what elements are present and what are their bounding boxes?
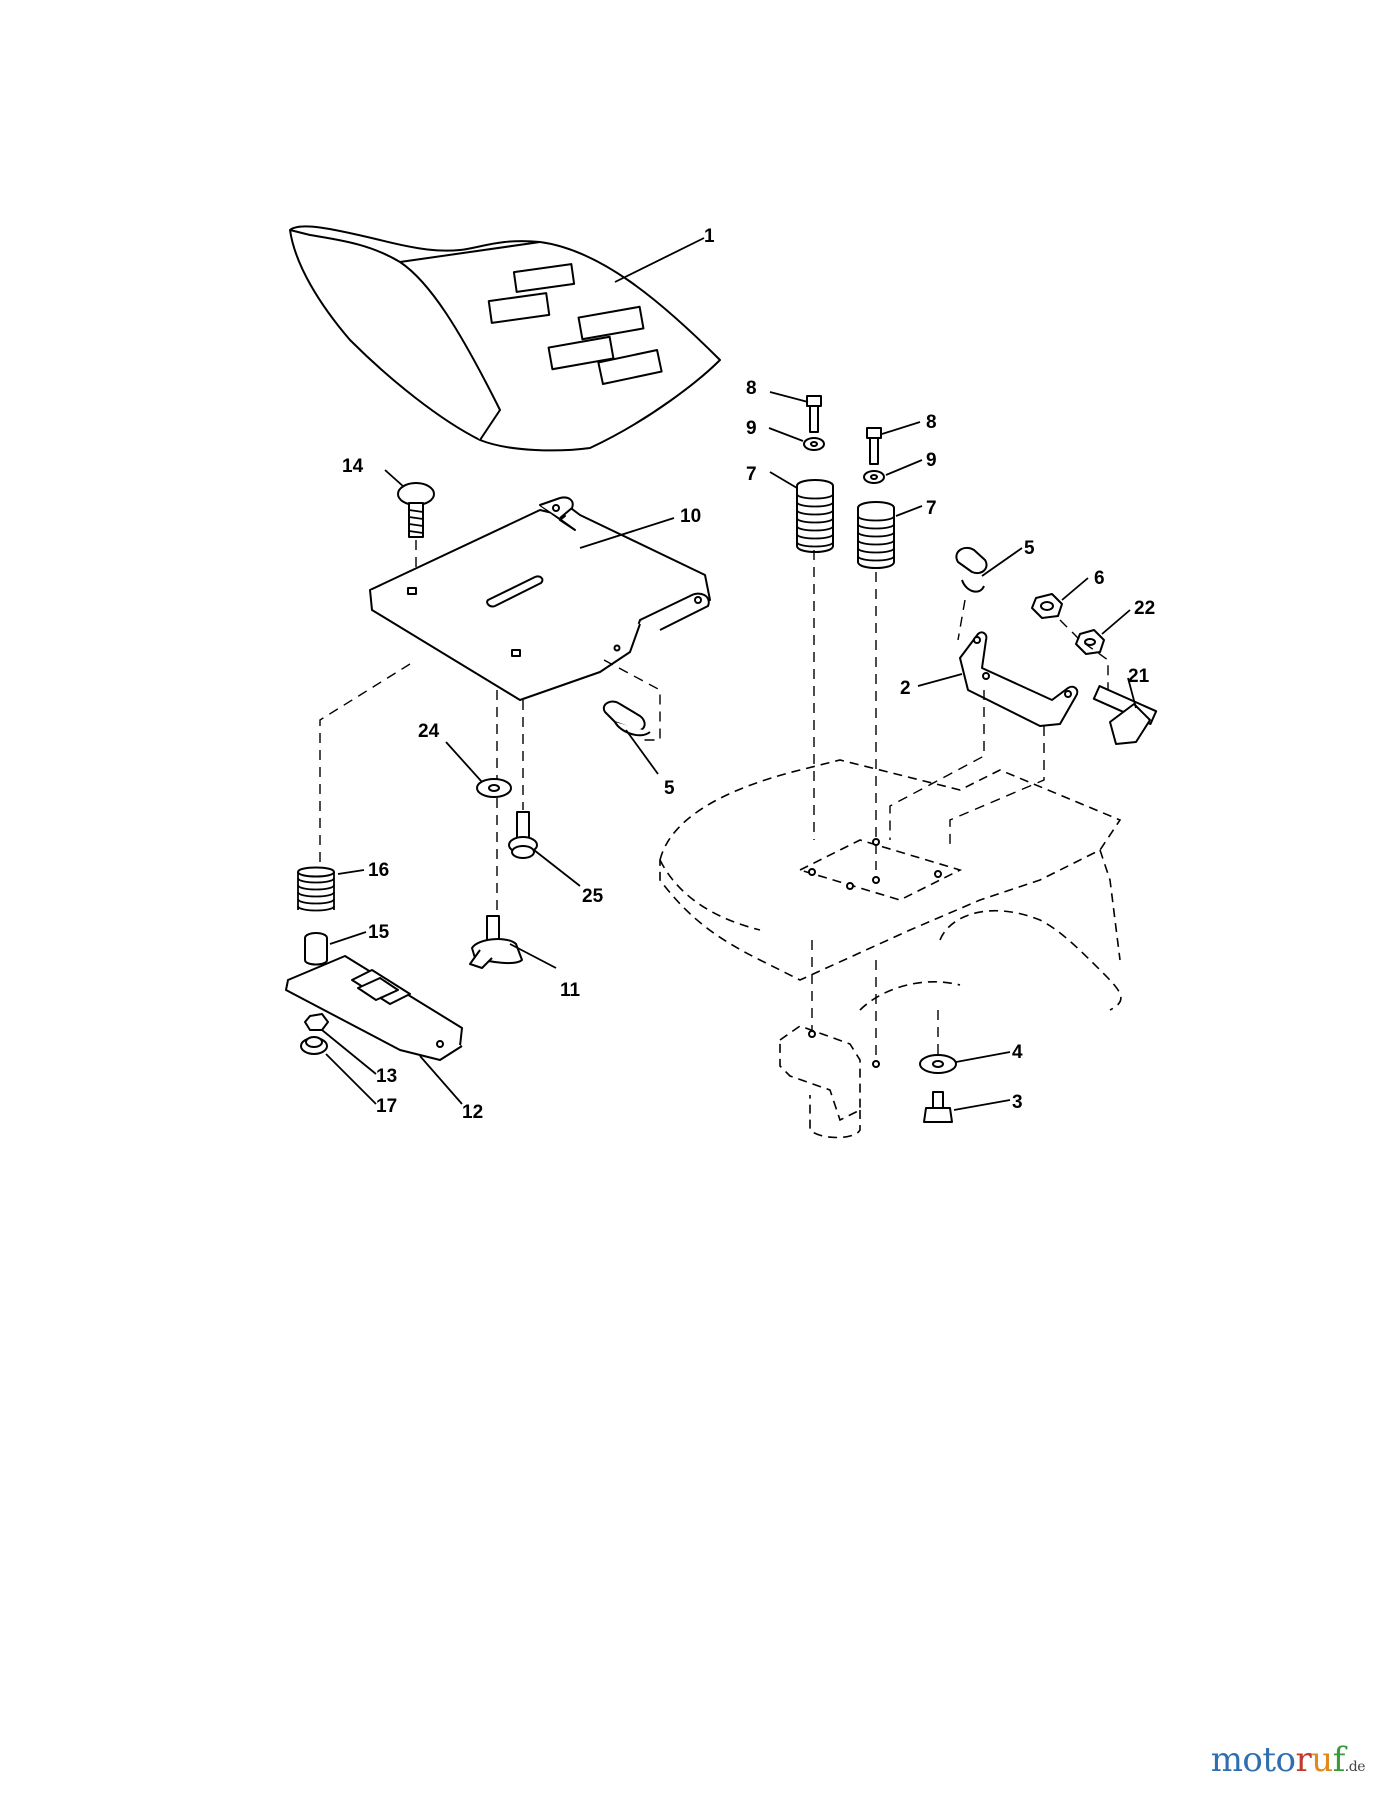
nut-part-6 — [1031, 593, 1063, 619]
callout-6: 6 — [1094, 568, 1105, 589]
wing-knob-part-11 — [469, 915, 523, 969]
callout-9-left: 9 — [746, 418, 757, 439]
spring-part-16 — [297, 866, 335, 912]
callout-8-left: 8 — [746, 378, 757, 399]
washer-part-24 — [476, 778, 512, 798]
nut-part-22 — [1075, 629, 1105, 655]
clip-part-5-left — [602, 700, 651, 737]
watermark-tld: .de — [1344, 1759, 1366, 1775]
callout-16: 16 — [368, 860, 389, 881]
callout-11: 11 — [560, 980, 581, 1001]
callout-10: 10 — [680, 506, 701, 527]
callout-24: 24 — [418, 721, 440, 742]
callout-5-left: 5 — [664, 778, 675, 799]
bolt-part-3 — [923, 1091, 953, 1123]
bolt-part-8-right — [866, 427, 882, 465]
assembly-guide-lines — [319, 540, 1109, 1060]
washer-part-9-right — [863, 470, 885, 484]
seat-pan-part-10 — [369, 496, 711, 701]
washer-part-4 — [919, 1054, 957, 1074]
carriage-bolt-part-14 — [397, 482, 435, 538]
bolt-part-21 — [1092, 684, 1158, 745]
seat-part-1 — [289, 225, 721, 452]
washer-part-9-left — [803, 437, 825, 451]
flange-nut-part-17 — [300, 1036, 328, 1055]
bolt-part-25 — [508, 811, 538, 859]
callout-labels: 1 14 10 5 24 25 11 16 15 12 13 17 8 9 7 … — [342, 226, 1155, 1123]
tractor-fender-outline — [659, 759, 1122, 1011]
callout-9-right: 9 — [926, 450, 937, 471]
callout-21: 21 — [1128, 666, 1150, 687]
frame-bracket-outline — [779, 1025, 861, 1139]
watermark-text-b: r — [1295, 1740, 1312, 1780]
callout-25: 25 — [582, 886, 604, 907]
spacer-part-15 — [304, 932, 328, 966]
slide-rail-part-12 — [285, 955, 463, 1061]
callout-13: 13 — [376, 1066, 397, 1087]
clip-part-5-right — [955, 546, 988, 593]
callout-14: 14 — [342, 456, 364, 477]
callout-3: 3 — [1012, 1092, 1023, 1113]
callout-4: 4 — [1012, 1042, 1023, 1063]
callout-5-right: 5 — [1024, 538, 1035, 559]
callout-leaders — [321, 237, 1137, 1111]
bracket-part-2 — [959, 631, 1079, 727]
watermark-text-d: f — [1332, 1740, 1346, 1780]
frame-holes — [808, 838, 942, 1068]
bolt-part-8-left — [806, 395, 822, 433]
callout-12: 12 — [462, 1102, 483, 1123]
callout-1: 1 — [704, 226, 715, 247]
spring-part-7-right — [857, 501, 895, 569]
motoruf-watermark-logo: motoruf.de — [1210, 1740, 1366, 1780]
callout-7-right: 7 — [926, 498, 937, 519]
callout-22: 22 — [1134, 598, 1155, 619]
callout-7-left: 7 — [746, 464, 757, 485]
callout-17: 17 — [376, 1096, 397, 1117]
spring-part-7-left — [796, 479, 834, 553]
watermark-text-c: u — [1311, 1740, 1333, 1780]
callout-2: 2 — [900, 678, 911, 699]
callout-15: 15 — [368, 922, 390, 943]
callout-8-right: 8 — [926, 412, 937, 433]
nut-part-13 — [304, 1013, 329, 1031]
watermark-text-a: moto — [1210, 1740, 1296, 1780]
